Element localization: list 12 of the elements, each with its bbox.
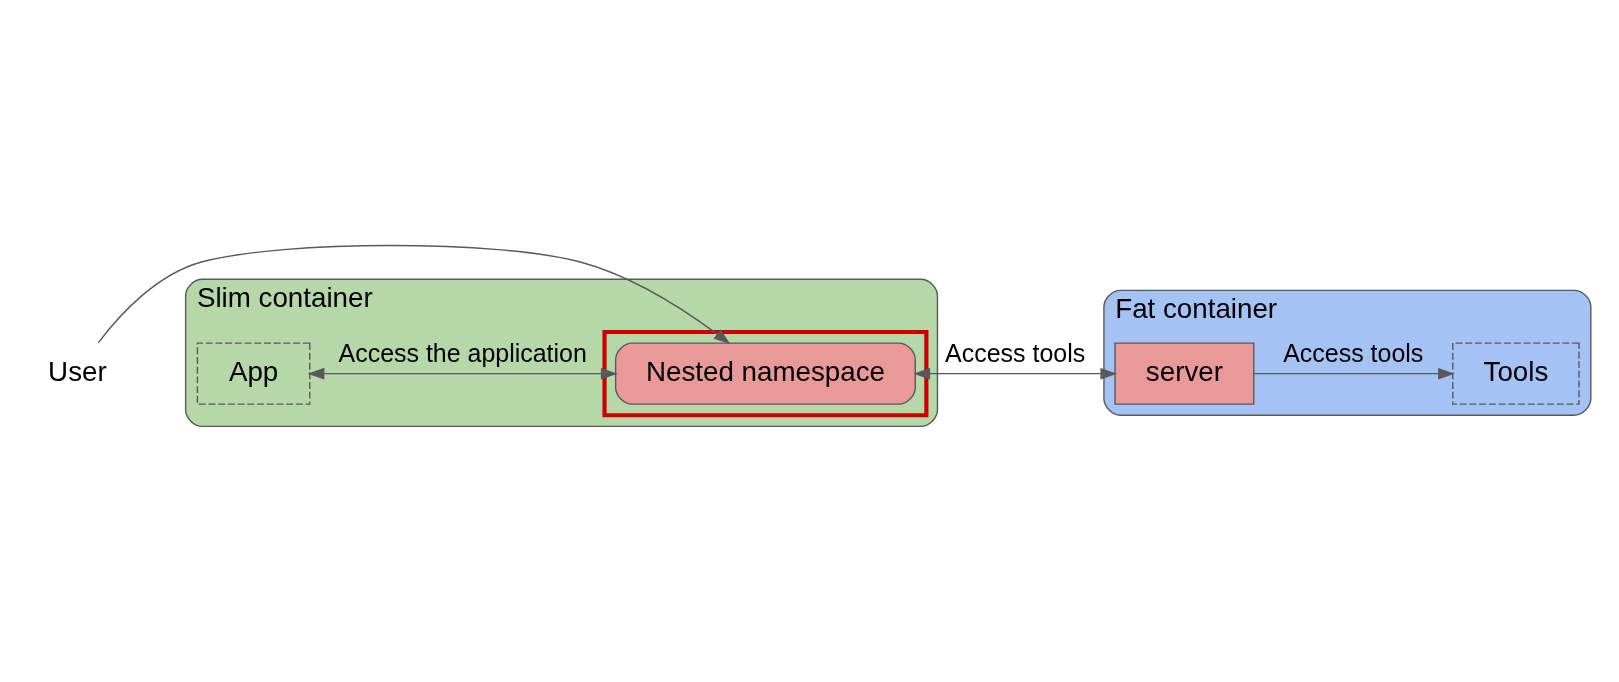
arrow <box>97 244 731 344</box>
node-text: User <box>48 355 107 387</box>
edge-label: Access the application <box>338 338 587 367</box>
node-box: Tools <box>1452 341 1580 405</box>
edge-label: Access tools <box>945 338 1086 367</box>
node-box: server <box>1114 341 1255 405</box>
arrow <box>913 367 1118 379</box>
node-box: Nested namespace <box>614 341 916 405</box>
node-box: App <box>196 341 311 405</box>
arrow <box>1253 367 1455 379</box>
arrow <box>307 367 618 379</box>
edge-label: Access tools <box>1283 338 1424 367</box>
